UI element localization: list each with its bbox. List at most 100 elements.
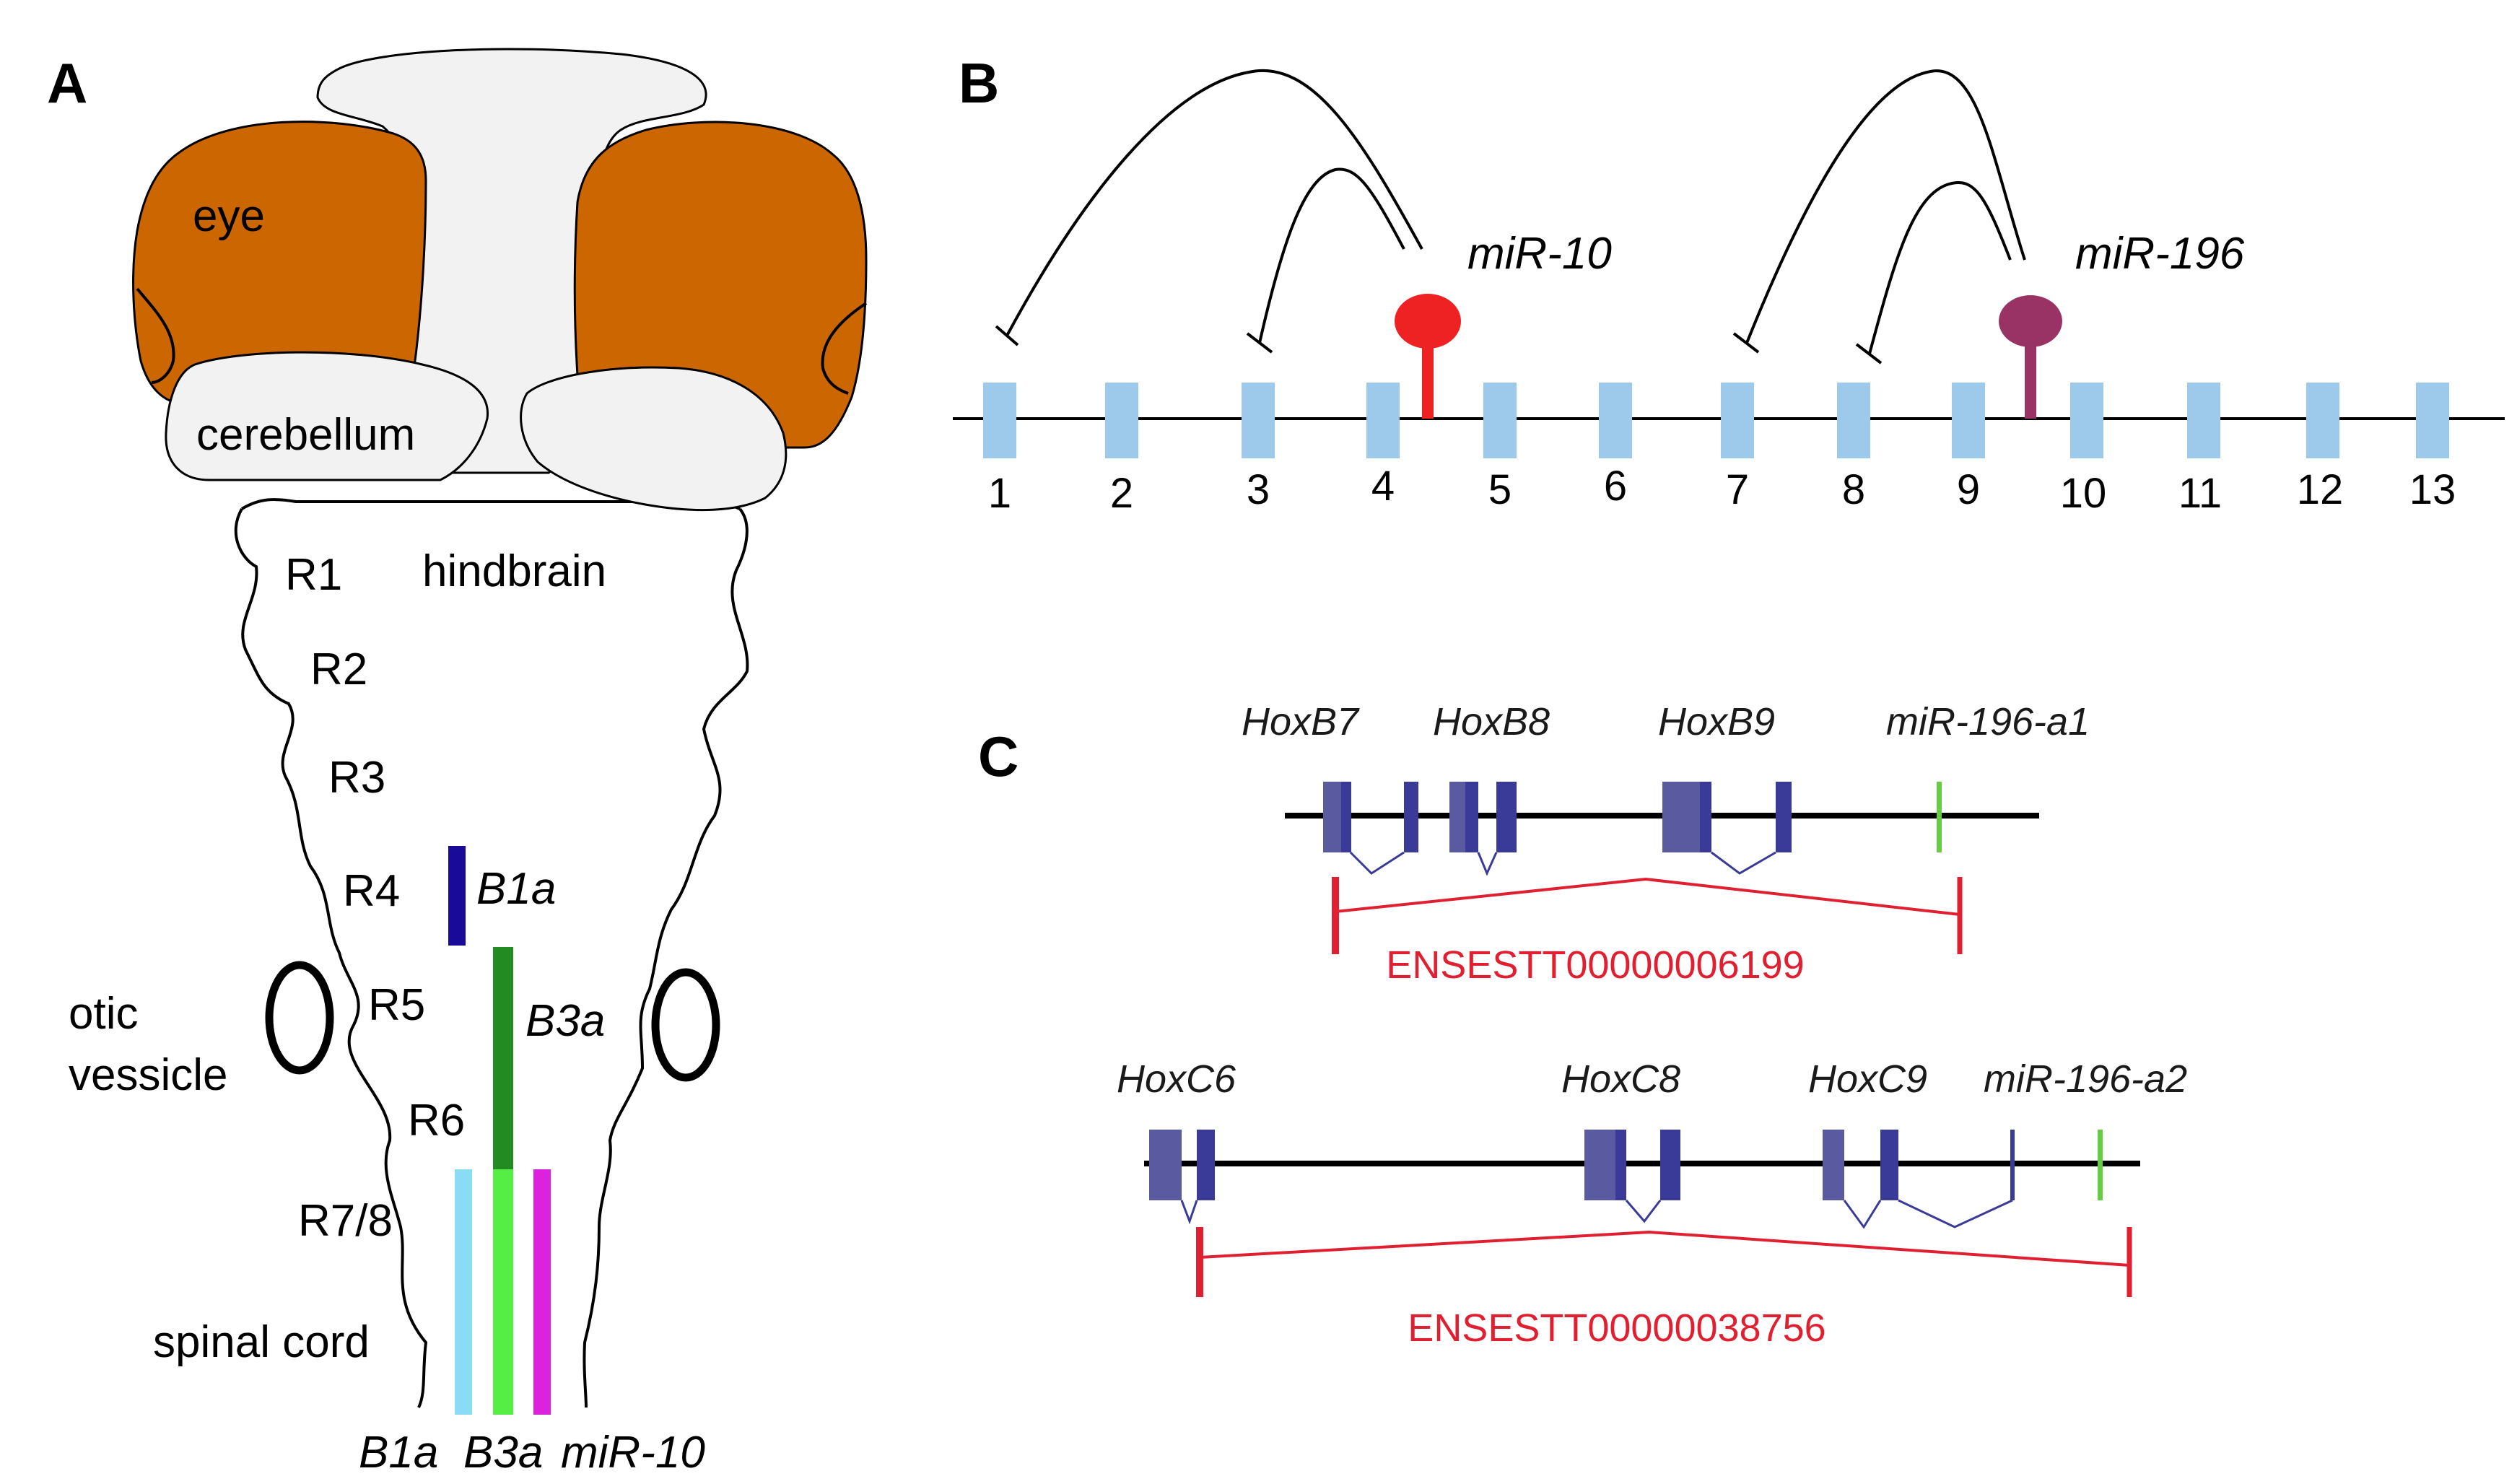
b1a-label: B1a bbox=[476, 864, 556, 914]
b3a-hindbrain-bar bbox=[493, 947, 513, 1171]
cerebellum-label: cerebellum bbox=[196, 410, 415, 460]
b3a-label: B3a bbox=[525, 996, 605, 1046]
hox-gene-box bbox=[1105, 383, 1138, 458]
b3a-spinal-bar bbox=[493, 1169, 513, 1415]
panel-a: A eye cerebellum hindbrain R1 R2 R3 R4 R… bbox=[47, 48, 868, 1478]
hox-position-label: 7 bbox=[1726, 466, 1749, 513]
hox-gene-box bbox=[1366, 383, 1400, 458]
mir196a1-mark bbox=[1937, 782, 1942, 852]
hox-position-label: 6 bbox=[1604, 463, 1627, 510]
hoxc9-exon bbox=[1823, 1130, 1844, 1200]
hox-position-label: 8 bbox=[1842, 466, 1865, 513]
hindbrain-label: hindbrain bbox=[422, 546, 606, 596]
hox-gene-box bbox=[1721, 383, 1754, 458]
mir10-arc-to-3 bbox=[1258, 167, 1405, 344]
inhibition-bar-3 bbox=[1246, 332, 1273, 354]
transcript-c-bracket bbox=[1199, 1230, 2130, 1267]
mir10-bottom-label: miR-10 bbox=[561, 1428, 705, 1478]
mir196-label: miR-196 bbox=[2075, 229, 2245, 279]
hox-gene-box bbox=[1837, 383, 1870, 458]
panel-label-b: B bbox=[959, 51, 999, 115]
hoxb8-exon bbox=[1496, 782, 1517, 852]
rhombomere-label: R4 bbox=[343, 866, 400, 916]
hox-position-label: 2 bbox=[1110, 470, 1133, 517]
hoxc6-intron bbox=[1180, 1200, 1198, 1225]
hoxc9-exon bbox=[2010, 1130, 2015, 1200]
mir10-arc-to-1 bbox=[1006, 69, 1423, 336]
gene-label: miR-196-a1 bbox=[1886, 700, 2090, 743]
hox-position-label: 13 bbox=[2409, 466, 2456, 513]
hox-gene-box bbox=[2306, 383, 2339, 458]
hoxc6-exon bbox=[1149, 1130, 1182, 1200]
transcript-b-bracket bbox=[1335, 877, 1960, 916]
gene-label: HoxB7 bbox=[1242, 700, 1360, 743]
eye-right bbox=[573, 121, 868, 449]
panel-c: C HoxB7 HoxB8 HoxB9 miR-196-a1 ENSESTT00… bbox=[978, 700, 2187, 1350]
panel-b: B 1 2 3 4 5 6 7 8 9 10 bbox=[953, 51, 2505, 517]
mir10-head bbox=[1395, 294, 1461, 349]
mir10-stem bbox=[1422, 339, 1434, 419]
hox-position-label: 11 bbox=[2178, 470, 2222, 517]
panel-label-c: C bbox=[978, 725, 1018, 788]
b1a-bottom-label: B1a bbox=[359, 1428, 438, 1478]
hoxb9-intron bbox=[1711, 851, 1776, 875]
panel-label-a: A bbox=[47, 51, 87, 115]
eye-label: eye bbox=[193, 191, 265, 241]
hindbrain-outline bbox=[234, 508, 428, 1408]
hox-position-label: 12 bbox=[2297, 466, 2344, 513]
gene-label: HoxB8 bbox=[1433, 700, 1550, 743]
hox-gene-box bbox=[1599, 383, 1632, 458]
rhombomere-label: R3 bbox=[328, 753, 385, 803]
mir196-head bbox=[1999, 295, 2062, 347]
gene-label: HoxC9 bbox=[1808, 1057, 1927, 1101]
rhombomere-label: R7/8 bbox=[298, 1196, 393, 1246]
inhibition-bar-7 bbox=[1732, 332, 1760, 354]
hox-gene-box bbox=[1242, 383, 1275, 458]
gene-label: HoxC8 bbox=[1561, 1057, 1680, 1101]
hox-gene-box bbox=[2416, 383, 2449, 458]
cerebellum-left bbox=[165, 351, 489, 481]
mir196-arc-to-7 bbox=[1745, 69, 2026, 344]
hoxb7-intron bbox=[1349, 851, 1405, 875]
otic-vesicle-label: vessicle bbox=[69, 1050, 228, 1100]
hox-position-label: 10 bbox=[2060, 470, 2107, 517]
mir196-stem bbox=[2025, 346, 2036, 419]
hoxc8-exon bbox=[1660, 1130, 1680, 1200]
hox-position-label: 9 bbox=[1957, 466, 1980, 513]
hoxc9-intron bbox=[1843, 1199, 2013, 1229]
transcript-c-label: ENSESTT00000038756 bbox=[1408, 1306, 1825, 1350]
hox-gene-box bbox=[1483, 383, 1517, 458]
cerebellum-right bbox=[520, 366, 788, 512]
hox-gene-box bbox=[1952, 383, 1985, 458]
eye-right-notch bbox=[821, 302, 868, 395]
gene-label: HoxB9 bbox=[1658, 700, 1775, 743]
hoxb7-exon bbox=[1404, 782, 1418, 852]
hox-position-label: 1 bbox=[988, 470, 1011, 517]
hoxc8-intron bbox=[1625, 1200, 1662, 1223]
b3a-bottom-label: B3a bbox=[463, 1428, 543, 1478]
hox-gene-box bbox=[983, 383, 1016, 458]
hoxb8-exon bbox=[1465, 782, 1478, 852]
mir196a2-mark bbox=[2098, 1130, 2103, 1200]
hoxc8-exon bbox=[1615, 1130, 1626, 1200]
inhibition-bar-1 bbox=[995, 325, 1019, 346]
mir196-arc-to-8 bbox=[1868, 180, 2012, 354]
otic-vesicle-left bbox=[265, 961, 334, 1075]
hoxb7-exon bbox=[1341, 782, 1351, 852]
hoxb8-intron bbox=[1477, 852, 1498, 876]
hindbrain-outline-right bbox=[583, 507, 749, 1408]
spinal-cord-label: spinal cord bbox=[153, 1317, 370, 1367]
hox-position-label: 5 bbox=[1488, 466, 1511, 513]
mir10-label: miR-10 bbox=[1467, 229, 1612, 279]
hox-gene-box bbox=[2187, 383, 2220, 458]
hoxc9-exon bbox=[1880, 1130, 1898, 1200]
hox-position-label: 3 bbox=[1247, 466, 1270, 513]
gene-label: miR-196-a2 bbox=[1984, 1057, 2187, 1101]
b1a-spinal-bar bbox=[455, 1169, 472, 1415]
rhombomere-label: R1 bbox=[285, 550, 342, 600]
gene-label: HoxC6 bbox=[1117, 1057, 1236, 1101]
hoxb9-exon bbox=[1700, 782, 1711, 852]
hox-position-label: 4 bbox=[1371, 463, 1395, 510]
b1a-hindbrain-bar bbox=[448, 846, 466, 946]
mir10-spinal-bar bbox=[533, 1169, 551, 1415]
